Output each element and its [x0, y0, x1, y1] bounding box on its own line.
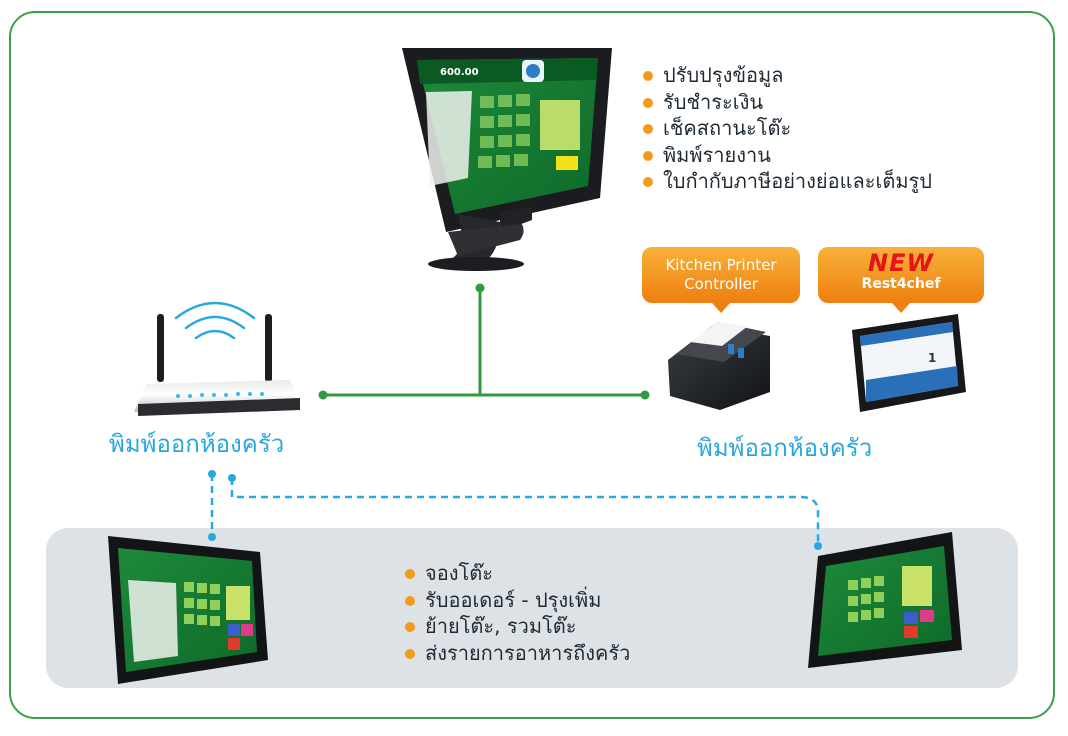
wifi-connections: [210, 474, 820, 545]
bullet-dot-icon: [405, 648, 415, 659]
rest4chef-tablet: 1: [852, 314, 966, 412]
pos-feature-list: ปรับปรุงข้อมูล รับชำระเงิน เช็คสถานะโต๊ะ…: [643, 62, 932, 195]
bullet-dot-icon: [643, 150, 653, 161]
bullet-dot-icon: [643, 97, 653, 108]
lan-connections: [318, 283, 650, 400]
pos-feature-item: รับชำระเงิน: [643, 89, 932, 116]
bullet-dot-icon: [643, 177, 653, 187]
kitchen-caption: พิมพ์ออกห้องครัว: [697, 434, 873, 462]
rest4chef-label: Rest4chef: [861, 276, 941, 292]
pos-feature-item: พิมพ์รายงาน: [643, 142, 932, 169]
tablet-feature-item: จองโต๊ะ: [405, 560, 630, 587]
bullet-dot-icon: [405, 622, 415, 632]
pos-feature-item: ใบกำกับภาษีอย่างย่อและเต็มรูป: [643, 168, 932, 195]
left-tablet: [108, 536, 268, 684]
tablet-feature-list: จองโต๊ะ รับออเดอร์ - ปรุงเพิ่ม ย้ายโต๊ะ,…: [405, 560, 630, 666]
router-caption: พิมพ์ออกห้องครัว: [109, 430, 285, 458]
bullet-dot-icon: [405, 595, 415, 606]
tablet-feature-item: รับออเดอร์ - ปรุงเพิ่ม: [405, 587, 630, 614]
rest4chef-badge: NEW Rest4chef: [818, 247, 984, 313]
kitchen-printer-controller-badge: Kitchen Printer Controller: [642, 247, 800, 313]
tablet-feature-item: ย้ายโต๊ะ, รวมโต๊ะ: [405, 613, 630, 640]
pos-terminal: 600.00: [402, 48, 612, 271]
pos-screen-amount: 600.00: [440, 67, 479, 78]
pos-feature-item: ปรับปรุงข้อมูล: [643, 62, 932, 89]
right-tablet: [808, 532, 962, 668]
wifi-router: [134, 301, 300, 416]
tablet-feature-item: ส่งรายการอาหารถึงครัว: [405, 640, 630, 667]
rest4chef-qty: 1: [928, 351, 936, 365]
bullet-dot-icon: [643, 124, 653, 134]
bullet-dot-icon: [405, 569, 415, 579]
pos-feature-item: เช็คสถานะโต๊ะ: [643, 115, 932, 142]
diagram-frame: [9, 11, 1055, 719]
bullet-dot-icon: [643, 71, 653, 81]
kitchen-printer: [668, 322, 770, 410]
new-label: NEW: [868, 249, 934, 277]
